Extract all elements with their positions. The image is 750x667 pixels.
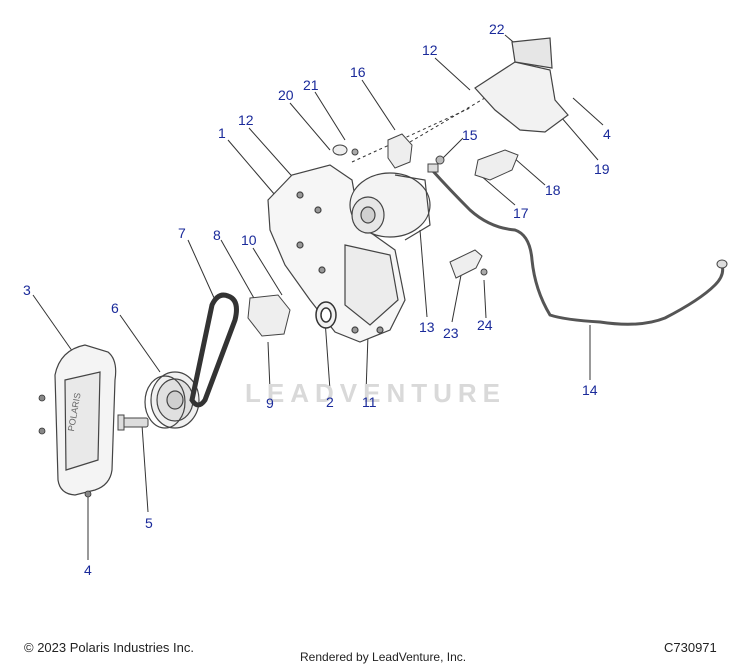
leader-7 — [187, 239, 216, 301]
watermark: LEADVENTURE — [245, 378, 507, 408]
cable-clamp-part — [449, 249, 488, 279]
callout-18[interactable]: 18 — [545, 182, 561, 198]
callout-22[interactable]: 22 — [489, 21, 505, 37]
callout-5[interactable]: 5 — [145, 515, 153, 531]
callout-19[interactable]: 19 — [594, 161, 610, 177]
callout-16[interactable]: 16 — [350, 64, 366, 80]
heat-shield-part — [474, 37, 569, 133]
leader-12a — [248, 127, 299, 184]
leader-13 — [419, 229, 428, 318]
callout-12-left[interactable]: 12 — [238, 112, 254, 128]
diagram-part-number: C730971 — [664, 640, 717, 655]
leader-17 — [479, 174, 516, 206]
leader-8 — [220, 239, 256, 301]
leader-10 — [252, 247, 283, 296]
alignment-dash-1 — [351, 107, 471, 163]
leader-23 — [451, 269, 463, 323]
leader-24 — [483, 279, 487, 319]
callout-13[interactable]: 13 — [419, 319, 435, 335]
leader-9 — [267, 341, 271, 391]
leader-2 — [324, 319, 331, 391]
copyright-text: © 2023 Polaris Industries Inc. — [24, 640, 194, 655]
nut-part — [435, 155, 445, 165]
leader-5 — [141, 424, 149, 513]
callout-11[interactable]: 11 — [362, 394, 377, 410]
callout-6[interactable]: 6 — [111, 300, 119, 316]
oil-seal-part — [315, 301, 337, 329]
callout-12-right[interactable]: 12 — [422, 42, 438, 58]
leader-6 — [119, 314, 161, 373]
alignment-dash-2 — [409, 94, 491, 143]
callout-23[interactable]: 23 — [443, 325, 459, 341]
leader-16 — [361, 79, 396, 131]
callout-1[interactable]: 1 — [218, 125, 226, 141]
leader-1 — [227, 139, 276, 196]
alternator-bracket-part — [387, 133, 413, 169]
leader-11 — [365, 334, 369, 394]
drive-belt-part — [189, 292, 239, 408]
callout-7[interactable]: 7 — [178, 225, 186, 241]
leader-4b — [572, 97, 604, 126]
pulley-bolt-part — [117, 414, 149, 431]
callout-8[interactable]: 8 — [213, 227, 221, 243]
callout-9[interactable]: 9 — [266, 395, 274, 411]
rendered-by-text: Rendered by LeadVenture, Inc. — [300, 650, 467, 664]
cable-end-terminal — [427, 163, 728, 269]
crank-pulley-part — [144, 371, 200, 429]
timing-cover-part — [267, 164, 406, 343]
lift-eye-part — [332, 144, 359, 156]
battery-cable-part — [430, 168, 725, 326]
callout-15[interactable]: 15 — [462, 127, 478, 143]
callout-4-bottom[interactable]: 4 — [84, 562, 92, 578]
tensioner-bracket-part — [247, 294, 291, 337]
callout-24[interactable]: 24 — [477, 317, 493, 333]
callout-3[interactable]: 3 — [23, 282, 31, 298]
leader-15 — [442, 137, 464, 159]
callout-21[interactable]: 21 — [303, 77, 319, 93]
callout-4-top[interactable]: 4 — [603, 126, 611, 142]
leader-3 — [32, 294, 76, 356]
leader-20 — [289, 102, 331, 151]
leader-12b — [434, 57, 471, 91]
callout-20[interactable]: 20 — [278, 87, 294, 103]
outer-cover-part: POLARIS — [54, 344, 117, 496]
leader-21 — [314, 91, 346, 141]
callout-14[interactable]: 14 — [582, 382, 598, 398]
callout-2[interactable]: 2 — [326, 394, 334, 410]
callout-17[interactable]: 17 — [513, 205, 529, 221]
callout-10[interactable]: 10 — [241, 232, 257, 248]
alternator-part — [349, 172, 431, 241]
cover-bolts — [38, 394, 92, 498]
cable-bracket-part — [474, 149, 519, 181]
